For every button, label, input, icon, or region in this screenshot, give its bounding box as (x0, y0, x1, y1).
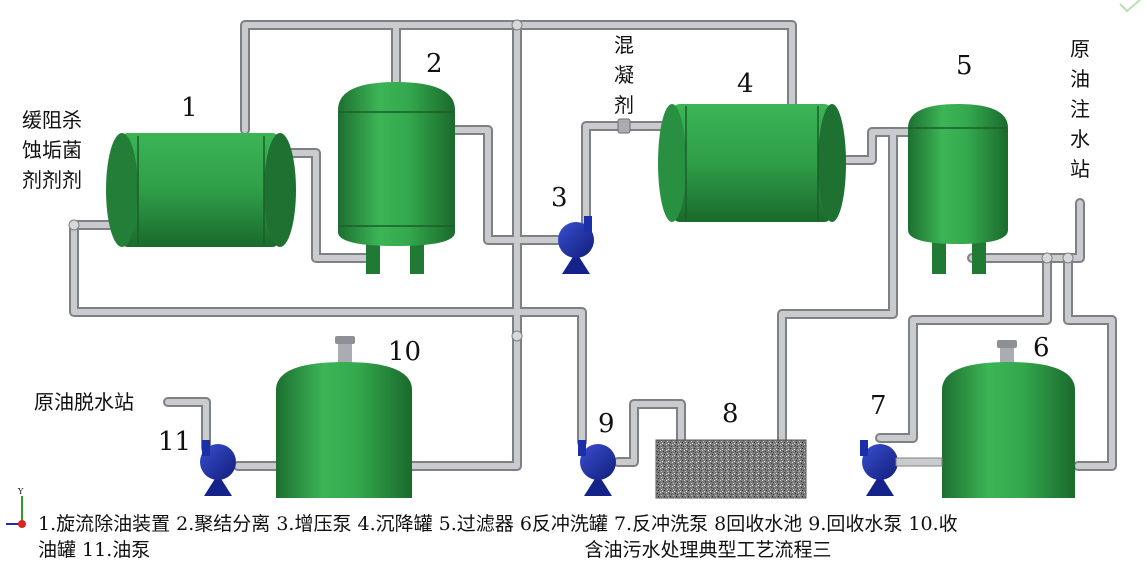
coagulant-valve (617, 118, 631, 134)
unit-4-settling-tank (658, 104, 846, 222)
injection-station-char-1: 原 (1070, 37, 1090, 61)
equipment-number-labels: 1 2 3 4 5 6 7 8 9 10 11 (158, 49, 1050, 457)
label-n6: 6 (1033, 333, 1050, 363)
coagulant-char-3: 剂 (614, 93, 634, 117)
caption-line-2-left: 油罐 11.油泵 (38, 539, 150, 561)
unit-10-oil-collection-tank (276, 336, 412, 498)
svg-text:Y: Y (17, 487, 24, 496)
additives-line-1: 缓阻杀 (22, 108, 82, 132)
unit-5-filter (908, 104, 1008, 274)
label-n9: 9 (598, 409, 615, 439)
coagulant-label: 混 凝 剂 (614, 33, 634, 117)
injection-station-char-2: 油 (1070, 67, 1090, 91)
additives-line-2: 蚀垢菌 (22, 138, 82, 162)
pipe-pump3-to-tank4 (581, 121, 669, 227)
unit-9-recovery-water-pump-icon (578, 440, 616, 496)
injection-station-char-4: 水 (1070, 127, 1090, 151)
unit-11-oil-pump-icon (200, 440, 236, 496)
additives-label: 缓阻杀 蚀垢菌 剂剂剂 (22, 108, 82, 192)
unit-1-cyclone-deoiler (106, 133, 296, 247)
label-n7: 7 (870, 391, 887, 421)
label-n3: 3 (551, 183, 568, 213)
figure-caption: 1.旋流除油装置 2.聚结分离 3.增压泵 4.沉降罐 5.过滤器 6反冲洗罐 … (38, 513, 958, 561)
injection-station-char-5: 站 (1070, 157, 1090, 181)
unit-3-booster-pump-icon (558, 216, 594, 274)
unit-8-recovery-pool (655, 439, 807, 499)
dehydration-station-label: 原油脱水站 (34, 390, 134, 414)
pipe-network (68, 19, 1117, 471)
label-n1: 1 (181, 93, 198, 123)
label-n10: 10 (388, 337, 421, 367)
label-n4: 4 (737, 69, 754, 99)
pipe-tank2-to-pump3 (451, 125, 563, 245)
label-n2: 2 (426, 49, 443, 79)
caption-line-2-title: 含油污水处理典型工艺流程三 (584, 539, 831, 561)
unit-6-backwash-tank (942, 340, 1075, 498)
caption-line-1: 1.旋流除油装置 2.聚结分离 3.增压泵 4.沉降罐 5.过滤器 6反冲洗罐 … (38, 513, 958, 535)
unit-2-coalescing-separator (338, 82, 455, 274)
label-n8: 8 (722, 399, 739, 429)
label-n5: 5 (956, 51, 973, 81)
additives-line-3: 剂剂剂 (22, 168, 82, 192)
label-n11: 11 (158, 427, 191, 457)
injection-station-label: 原 油 注 水 站 (1070, 37, 1090, 181)
coagulant-char-2: 凝 (614, 63, 634, 87)
axis-triad-icon: Y (6, 487, 26, 528)
injection-station-char-3: 注 (1070, 97, 1090, 121)
coagulant-char-1: 混 (614, 33, 634, 57)
checkmark-icon (1119, 0, 1141, 13)
unit-7-backwash-pump-icon (860, 440, 943, 496)
